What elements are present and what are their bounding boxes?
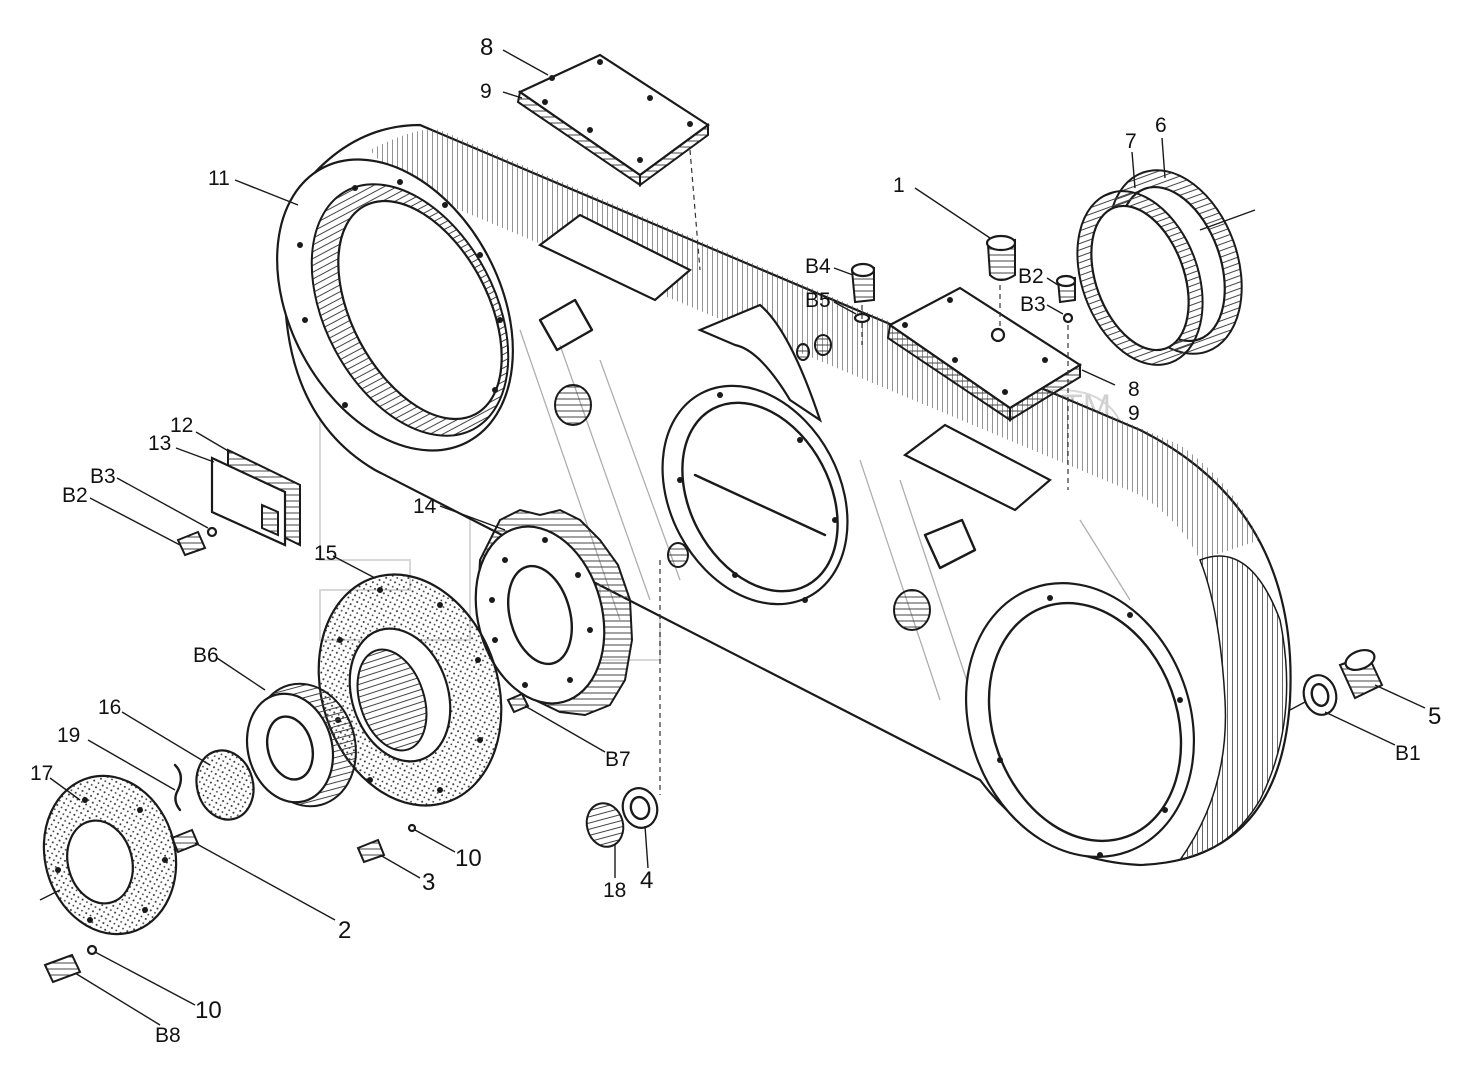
callout-10b: 10 <box>195 997 222 1024</box>
callout-B2: B2 <box>62 484 88 507</box>
callout-B4: B4 <box>805 255 831 278</box>
fasteners-top <box>689 149 1077 490</box>
bearing <box>245 682 357 808</box>
plug-right <box>1289 649 1384 716</box>
callout-6: 6 <box>1155 114 1167 137</box>
callout-3: 3 <box>422 869 435 896</box>
callout-17: 17 <box>30 762 53 785</box>
callout-B6: B6 <box>193 644 219 667</box>
callout-14: 14 <box>413 495 437 518</box>
callout-16: 16 <box>98 696 121 719</box>
end-cap <box>39 749 255 936</box>
callout-12: 12 <box>170 414 193 437</box>
callout-19: 19 <box>57 724 80 747</box>
callout-1: 1 <box>893 174 905 197</box>
callout-labels: 1 2 3 4 5 6 7 8 9 8 9 10 10 11 12 13 14 … <box>30 34 1441 1047</box>
callout-10: 10 <box>455 845 482 872</box>
callout-B1: B1 <box>1395 742 1421 765</box>
callout-15: 15 <box>314 542 337 565</box>
callout-8b: 8 <box>1128 378 1140 401</box>
callout-B5: B5 <box>805 289 831 312</box>
callout-7: 7 <box>1125 130 1137 153</box>
callout-13: 13 <box>148 432 171 455</box>
callout-5: 5 <box>1428 703 1441 730</box>
callout-B3: B3 <box>90 465 116 488</box>
callout-2: 2 <box>338 917 351 944</box>
leader-lines <box>49 49 1426 1026</box>
callout-9: 9 <box>480 80 492 103</box>
cover-plate-right <box>886 286 1083 422</box>
callout-B8: B8 <box>155 1024 181 1047</box>
callout-4: 4 <box>640 867 653 894</box>
callout-B3b: B3 <box>1020 293 1046 316</box>
callout-B2b: B2 <box>1018 265 1044 288</box>
cover-plate-top <box>516 53 710 187</box>
callout-8: 8 <box>480 34 493 61</box>
housing <box>276 123 1292 867</box>
small-cover <box>176 448 301 557</box>
callout-9b: 9 <box>1128 402 1140 425</box>
callout-18: 18 <box>603 879 626 902</box>
seal-rings <box>1076 169 1256 366</box>
sprocket <box>474 508 634 717</box>
hub-flange <box>317 573 503 807</box>
callout-11: 11 <box>208 167 230 190</box>
callout-B7: B7 <box>605 748 631 771</box>
